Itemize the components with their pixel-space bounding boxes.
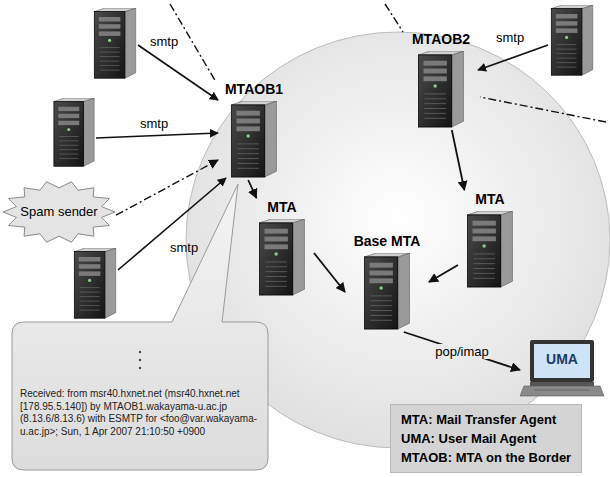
protocol-label: smtp (140, 116, 168, 131)
user-laptop: UMA (520, 340, 604, 400)
connector-arrow (429, 265, 458, 282)
server-icon (257, 219, 307, 297)
server-icon (54, 98, 94, 166)
node-text: MTAOB2 (412, 30, 470, 48)
connector-arrow (248, 180, 256, 198)
node-text: Spam sender (20, 204, 97, 219)
node-text: UMA: User Mail Agent (401, 429, 571, 448)
header-callout: Received: from msr40.hxnet.net (msr40.hx… (20, 388, 262, 438)
connector-arrow (116, 160, 218, 215)
node-text: Received: from msr40.hxnet.net (msr40.hx… (20, 388, 262, 438)
connector-arrow (452, 130, 465, 190)
server-icon (362, 253, 412, 331)
border-mta-server: MTAOB1 (218, 80, 290, 180)
connector-arrow (404, 332, 520, 370)
server-icon (551, 5, 592, 75)
connector-arrow (314, 253, 345, 292)
node-text: MTAOB: MTA on the Border (401, 448, 571, 467)
protocol-label: smtp (170, 240, 198, 255)
mta-server: MTA (458, 190, 522, 290)
protocol-label: smtp (496, 30, 524, 45)
spam-burst: Spam sender (2, 180, 116, 244)
laptop-icon (520, 340, 604, 400)
starburst-outline (3, 182, 115, 242)
node-text: MTA: Mail Transfer Agent (401, 410, 571, 429)
node-text: Base MTA (354, 232, 421, 250)
server-icon (229, 101, 279, 179)
node-text: UMA (546, 351, 578, 367)
node-text: MTA (475, 190, 504, 208)
node-text: MTAOB1 (225, 80, 283, 98)
mta-server: MTA (250, 198, 314, 298)
border-mta-server: MTAOB2 (405, 30, 477, 130)
server-icon (74, 248, 115, 318)
server-icon (465, 211, 515, 289)
protocol-label: smtp (150, 34, 178, 49)
abbreviation-box: MTA: Mail Transfer AgentUMA: User Mail A… (390, 404, 582, 473)
server-icon (416, 51, 466, 129)
server-icon (94, 8, 135, 78)
node-text: MTA (267, 198, 296, 216)
base-mta-server: Base MTA (345, 232, 429, 332)
edge-label: pop/imap (432, 344, 491, 359)
